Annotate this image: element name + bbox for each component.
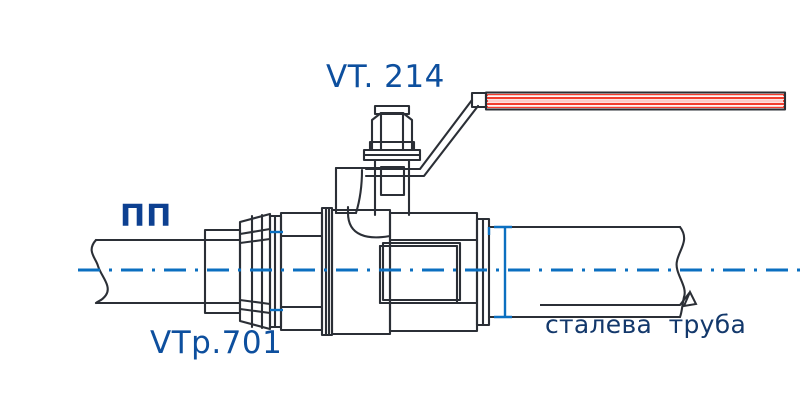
dimension-marks — [270, 225, 512, 319]
handle-grip — [484, 91, 787, 111]
pp-pipe-part — [90, 238, 207, 305]
label-pp-pipe: ПП — [120, 199, 173, 234]
label-fitting-vtp701: VTp.701 — [150, 325, 283, 361]
drawing-geometry — [90, 91, 686, 337]
steel-pipe-leader — [540, 289, 698, 308]
label-valve-vt214: VT. 214 — [326, 59, 445, 95]
steel-pipe-part — [487, 225, 686, 319]
label-steel-pipe: сталева труба — [545, 310, 747, 339]
ball-valve-body — [279, 104, 491, 337]
